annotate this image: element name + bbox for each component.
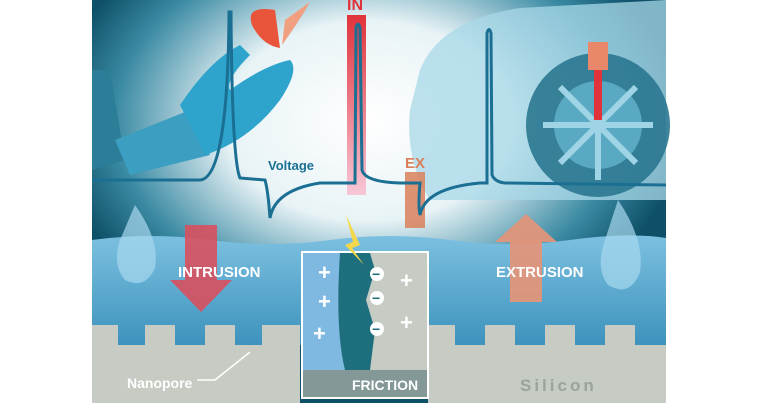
in-label: IN	[347, 0, 363, 14]
minus-charge: −	[372, 290, 380, 306]
voltage-label: Voltage	[268, 158, 314, 173]
extrusion-label: EXTRUSION	[496, 264, 584, 281]
robotic-hand-icon	[92, 45, 294, 175]
plus-charge: +	[400, 268, 413, 293]
friction-inset	[301, 215, 429, 399]
extrusion-arrow	[495, 214, 557, 302]
silicon-substrate	[92, 325, 666, 403]
lightning-icon	[345, 215, 364, 265]
plus-charge: +	[318, 260, 331, 285]
plus-charge: +	[313, 321, 326, 346]
voltage-trace	[92, 10, 667, 219]
friction-label: FRICTION	[352, 377, 418, 393]
wheel-spokes	[543, 70, 653, 180]
plus-charge: +	[400, 310, 413, 335]
plus-charge: +	[318, 289, 331, 314]
car-icon	[409, 0, 670, 200]
silicon-label: Silicon	[520, 376, 597, 395]
butterfly-icon	[250, 2, 310, 48]
nanopore-leader-line	[197, 351, 251, 381]
intrusion-arrow	[170, 225, 232, 312]
minus-charge: −	[372, 321, 380, 337]
intrusion-label: INTRUSION	[178, 264, 261, 281]
nanopore-label: Nanopore	[127, 375, 193, 391]
suspension-spring-icon	[594, 65, 602, 120]
water-drop-icon	[116, 205, 156, 284]
water-drop-icon	[600, 200, 641, 290]
ex-label: EX	[405, 155, 425, 172]
minus-charge: −	[372, 266, 380, 282]
ex-bar	[405, 172, 425, 228]
